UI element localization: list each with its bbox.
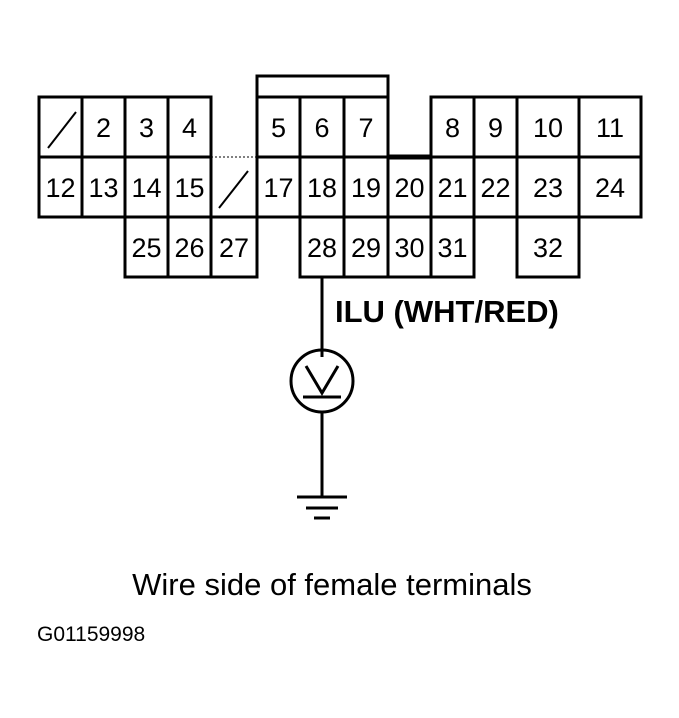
- terminal-number: 14: [131, 173, 161, 203]
- terminal-number: 17: [263, 173, 293, 203]
- terminal-number: 32: [533, 233, 563, 263]
- terminal-number: 11: [596, 113, 624, 143]
- terminal-number: 8: [445, 113, 460, 143]
- terminal-number: 29: [351, 233, 381, 263]
- terminal-number: 30: [394, 233, 424, 263]
- terminal-number: 22: [480, 173, 510, 203]
- terminal-number: 2: [96, 113, 111, 143]
- terminal-number: 7: [358, 113, 373, 143]
- terminal-number: 28: [307, 233, 337, 263]
- figure-id: G01159998: [37, 623, 145, 646]
- terminal-numbers: 2 3 4 5 6 7 8 9 10 11 12 13 14 15 17 18 …: [45, 113, 625, 263]
- wire-label: ILU (WHT/RED): [335, 294, 559, 329]
- terminal-number: 3: [139, 113, 154, 143]
- terminal-number: 15: [174, 173, 204, 203]
- terminal-number: 5: [271, 113, 286, 143]
- terminal-number: 18: [307, 173, 337, 203]
- terminal-number: 9: [488, 113, 503, 143]
- terminal-number: 12: [45, 173, 75, 203]
- terminal-number: 6: [314, 113, 329, 143]
- terminal-number: 20: [394, 173, 424, 203]
- terminal-number: 23: [533, 173, 563, 203]
- terminal-number: 25: [131, 233, 161, 263]
- diagram-caption: Wire side of female terminals: [132, 567, 532, 602]
- terminal-number: 10: [533, 113, 563, 143]
- voltmeter-icon: [289, 348, 355, 414]
- terminal-number: 24: [595, 173, 625, 203]
- terminal-number: 31: [437, 233, 467, 263]
- ground-icon: [297, 495, 347, 520]
- terminal-number: 27: [219, 233, 249, 263]
- terminal-number: 19: [351, 173, 381, 203]
- terminal-number: 13: [88, 173, 118, 203]
- connector-outline: [37, 74, 643, 279]
- terminal-number: 26: [174, 233, 204, 263]
- terminal-number: 21: [437, 173, 467, 203]
- terminal-number: 4: [182, 113, 197, 143]
